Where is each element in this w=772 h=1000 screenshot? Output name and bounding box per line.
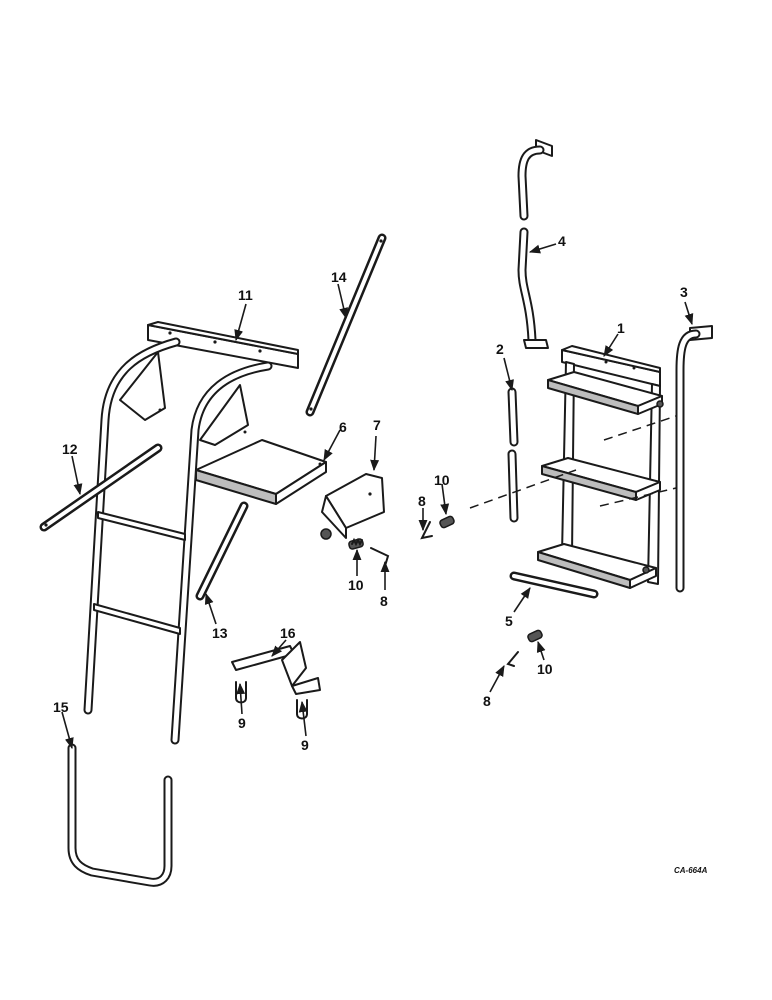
callout-9-right: 9 — [301, 737, 309, 753]
alignment-lines — [469, 415, 677, 509]
callout-12: 12 — [62, 441, 78, 457]
part-11-ladder-frame — [83, 321, 299, 745]
part-3-handrail — [675, 325, 713, 593]
part-15-lower-extension — [67, 743, 173, 887]
callout-5: 5 — [505, 613, 513, 629]
callout-14: 14 — [331, 269, 347, 285]
part-7-bracket — [320, 473, 385, 540]
callout-labels: 1 2 3 4 5 6 7 8 8 8 9 9 10 10 10 11 12 1… — [53, 233, 708, 875]
part-16-step-bracket — [231, 641, 321, 720]
callout-8-middle: 8 — [380, 593, 388, 609]
part-13-strut — [195, 501, 249, 601]
callout-13: 13 — [212, 625, 228, 641]
part-12-brace — [39, 443, 163, 532]
callout-16: 16 — [280, 625, 296, 641]
callout-8-lower: 8 — [483, 693, 491, 709]
callout-7: 7 — [373, 417, 381, 433]
callout-10-right: 10 — [434, 472, 450, 488]
callout-15: 15 — [53, 699, 69, 715]
part-5-bar — [509, 571, 599, 599]
callout-3: 3 — [680, 284, 688, 300]
callout-9-left: 9 — [238, 715, 246, 731]
callout-10-middle: 10 — [348, 577, 364, 593]
callout-1: 1 — [617, 320, 625, 336]
callout-8-right: 8 — [418, 493, 426, 509]
drawing-code: CA-664A — [674, 866, 708, 875]
part-1-step-assembly — [537, 345, 664, 589]
part-14-brace — [305, 233, 387, 417]
leader-lines — [61, 243, 694, 750]
part-2-post — [507, 387, 519, 523]
hardware-pin-spring-right — [420, 515, 543, 667]
callout-4: 4 — [558, 233, 566, 249]
part-6-platform — [195, 439, 327, 505]
part-4-handrail — [517, 139, 553, 349]
callout-2: 2 — [496, 341, 504, 357]
callout-6: 6 — [339, 419, 347, 435]
hardware-pin-spring-middle — [348, 537, 390, 567]
callout-11: 11 — [238, 287, 253, 303]
callout-10-lower: 10 — [537, 661, 553, 677]
